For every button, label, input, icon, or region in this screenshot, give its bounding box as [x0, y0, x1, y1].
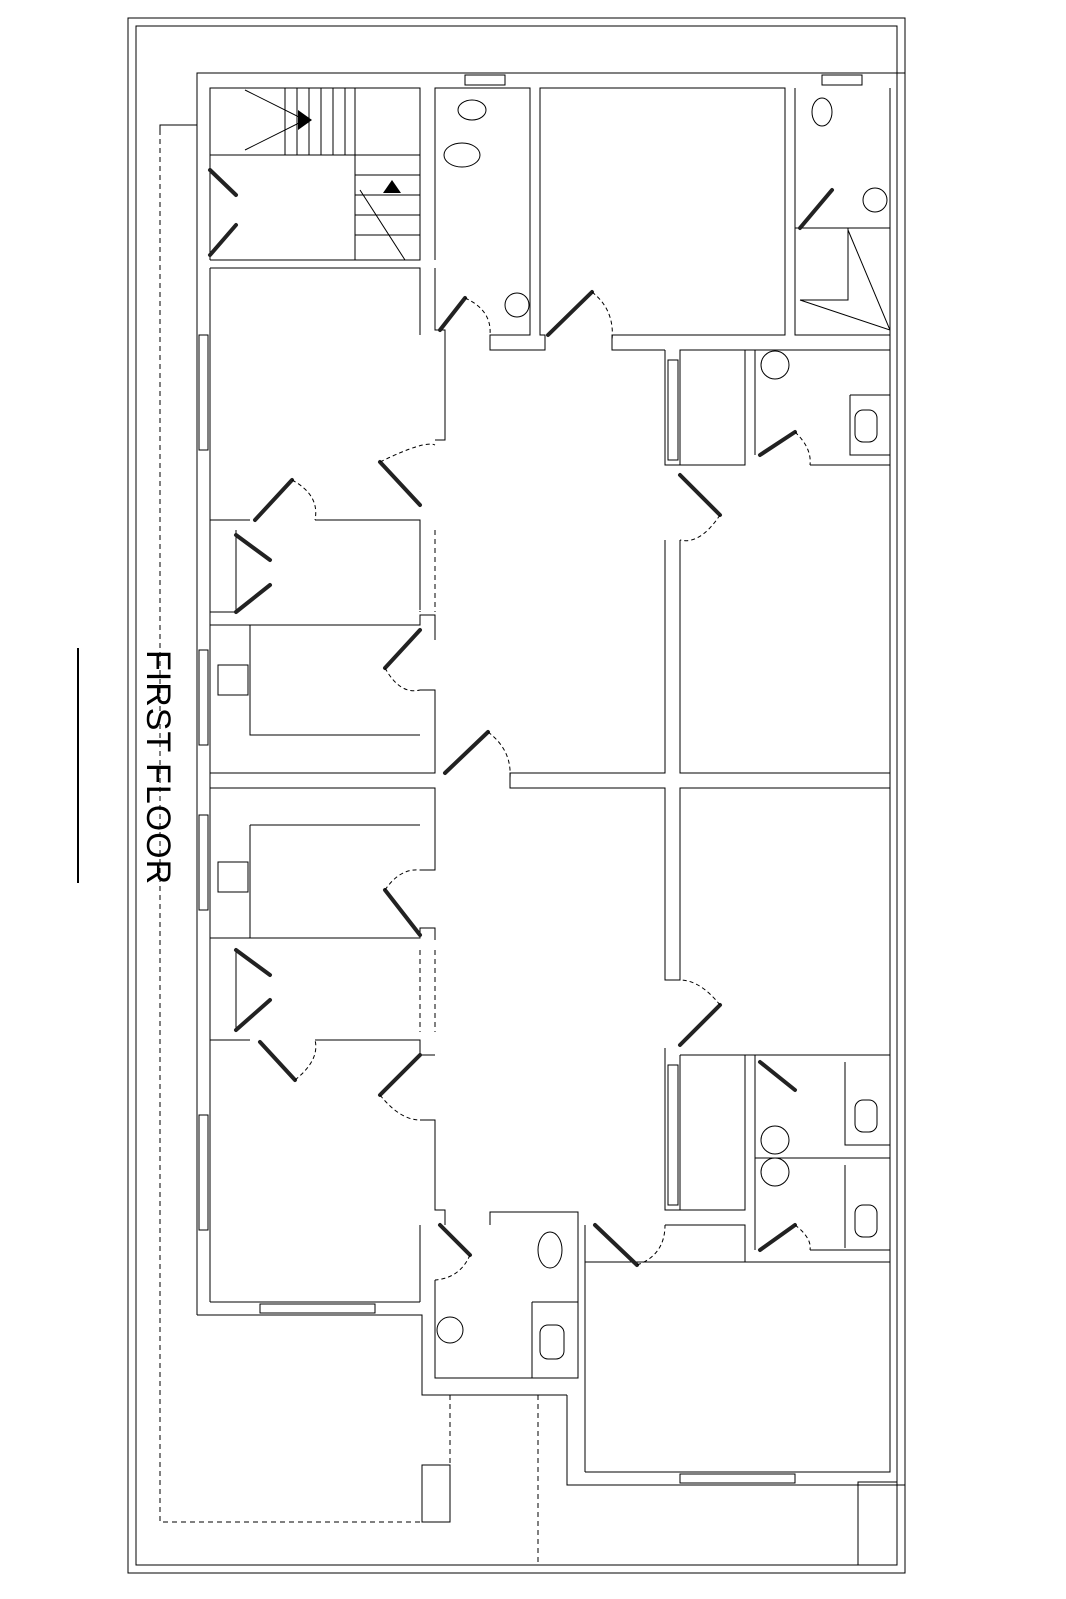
top-rooms — [434, 87, 891, 351]
column — [421, 1464, 451, 1523]
sheet-border-inner — [135, 25, 898, 1566]
title-underline — [77, 648, 79, 883]
bottom-toilet — [434, 1211, 586, 1472]
sheet-border-outer — [127, 17, 906, 1574]
wall — [566, 1395, 585, 1486]
windows — [198, 74, 863, 1484]
right-rooms — [509, 349, 890, 1263]
staircase — [210, 88, 420, 261]
left-rooms — [210, 267, 446, 1302]
outer-walls — [196, 72, 906, 1486]
doors — [208, 168, 834, 1281]
wall — [857, 1481, 897, 1565]
plot-boundary — [159, 130, 450, 1523]
balcony-edge — [159, 124, 197, 130]
